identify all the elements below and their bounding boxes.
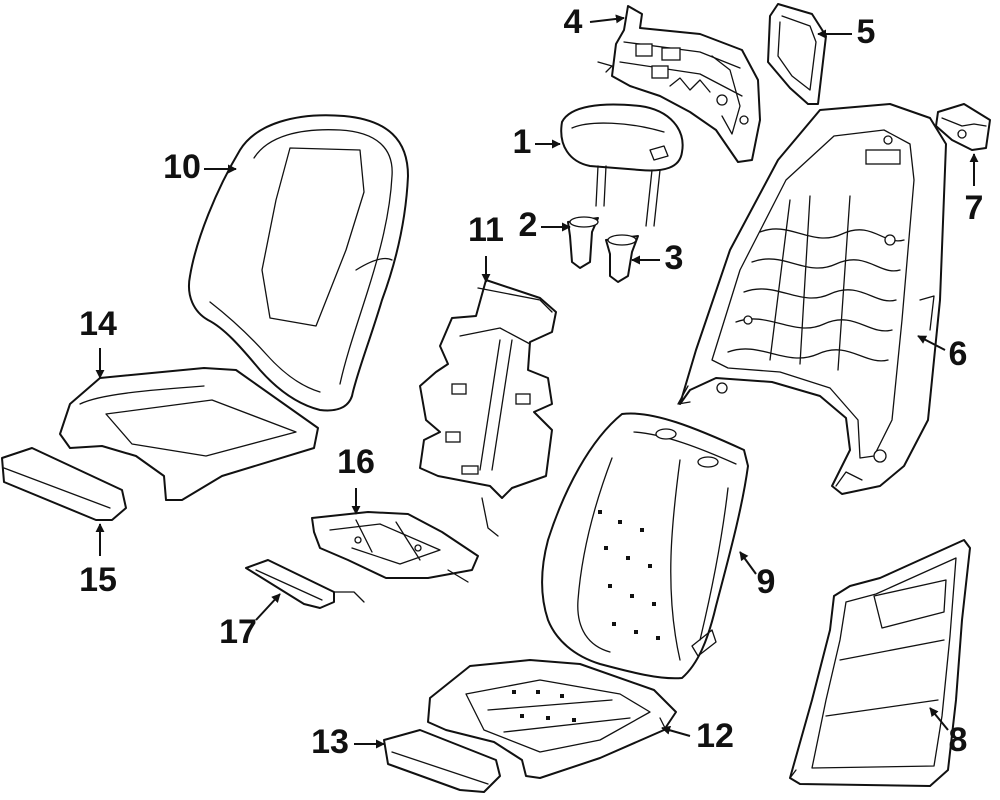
part-headrest-guides — [567, 216, 639, 283]
callout-5: 5 — [857, 13, 876, 51]
part-bracket — [935, 103, 991, 151]
leader-8 — [929, 707, 949, 731]
leader-4 — [589, 14, 625, 24]
callout-12: 12 — [696, 717, 734, 755]
leader-lines — [95, 14, 979, 749]
callout-16: 16 — [337, 443, 375, 481]
part-heater-back — [419, 279, 557, 537]
callout-3: 3 — [665, 239, 684, 277]
part-seat-cushion-cover — [59, 367, 319, 501]
callout-7: 7 — [965, 189, 984, 227]
leader-6 — [917, 335, 946, 351]
callout-17: 17 — [219, 613, 257, 651]
callout-10: 10 — [163, 148, 201, 186]
callout-9: 9 — [757, 563, 776, 601]
leader-12 — [661, 725, 691, 737]
part-thigh-extension-cover — [1, 447, 127, 521]
callout-11: 11 — [468, 211, 504, 249]
callout-1: 1 — [513, 123, 532, 161]
callout-labels: 1 2 3 4 5 6 7 8 9 10 11 12 13 14 15 16 1… — [79, 3, 983, 761]
part-headrest — [560, 103, 684, 227]
part-back-panel — [789, 539, 971, 787]
part-seat-back-cover — [188, 114, 409, 412]
part-heater-cushion — [311, 511, 479, 583]
callout-14: 14 — [79, 305, 117, 343]
callout-6: 6 — [949, 335, 968, 373]
callout-8: 8 — [949, 721, 968, 759]
callout-15: 15 — [79, 561, 117, 599]
part-seat-cushion-pad — [427, 659, 677, 779]
leader-17 — [255, 593, 281, 621]
callout-4: 4 — [564, 3, 583, 41]
part-thigh-extension-pad — [383, 729, 501, 793]
part-seat-back-pad — [541, 412, 749, 680]
callout-13: 13 — [311, 723, 349, 761]
leader-9 — [739, 551, 757, 575]
part-sensor-mat — [245, 559, 365, 609]
part-lumbar-support — [597, 5, 761, 163]
part-seat-back-frame — [677, 103, 947, 495]
part-trim-panel — [767, 3, 827, 105]
callout-2: 2 — [519, 206, 538, 244]
